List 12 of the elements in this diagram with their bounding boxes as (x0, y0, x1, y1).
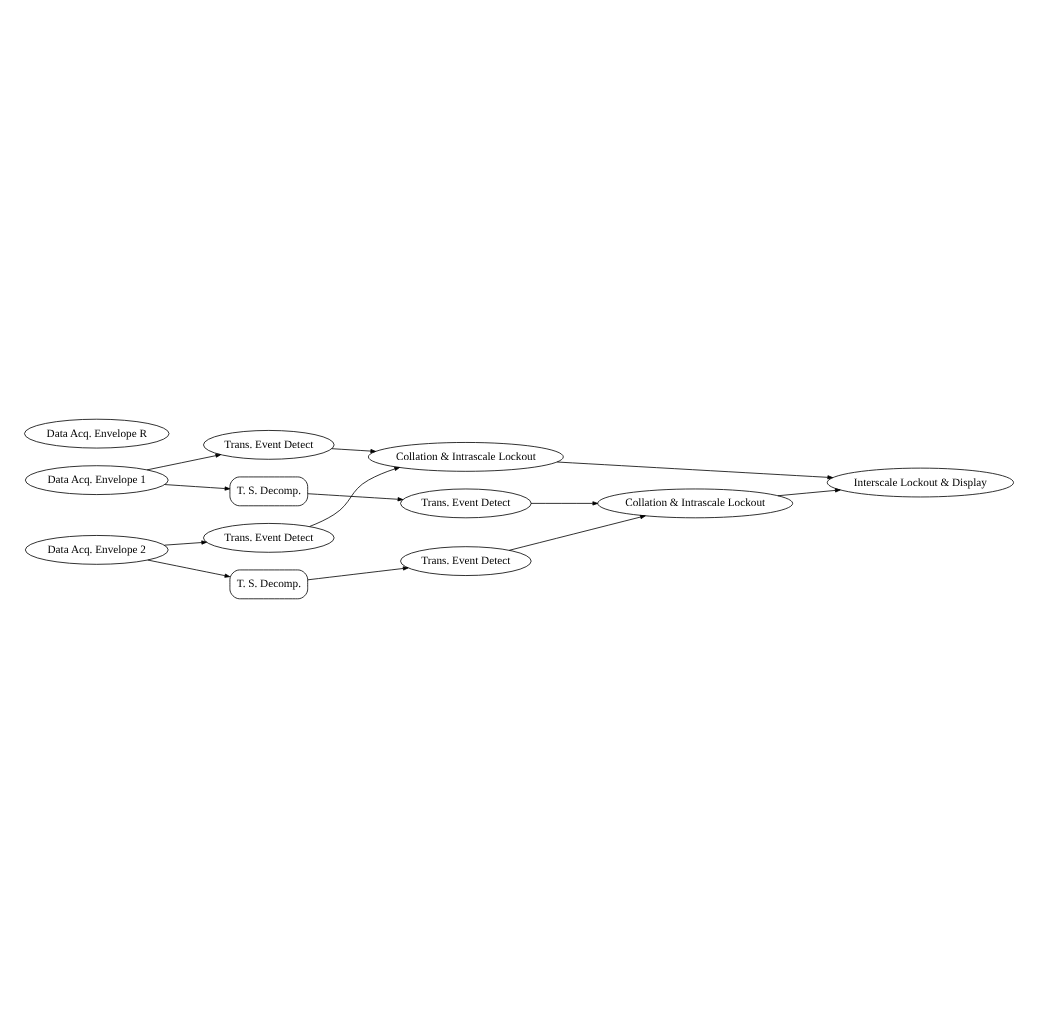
arrow (556, 460, 834, 479)
arrow (331, 447, 376, 453)
arrow (164, 539, 207, 545)
arrow (146, 452, 222, 470)
arrow (530, 500, 599, 505)
arrow (508, 514, 646, 550)
arrow (309, 465, 400, 526)
arrow (147, 558, 231, 577)
arrow (164, 483, 231, 490)
arrow (777, 487, 841, 496)
arrow (307, 565, 409, 580)
arrow (307, 492, 404, 501)
